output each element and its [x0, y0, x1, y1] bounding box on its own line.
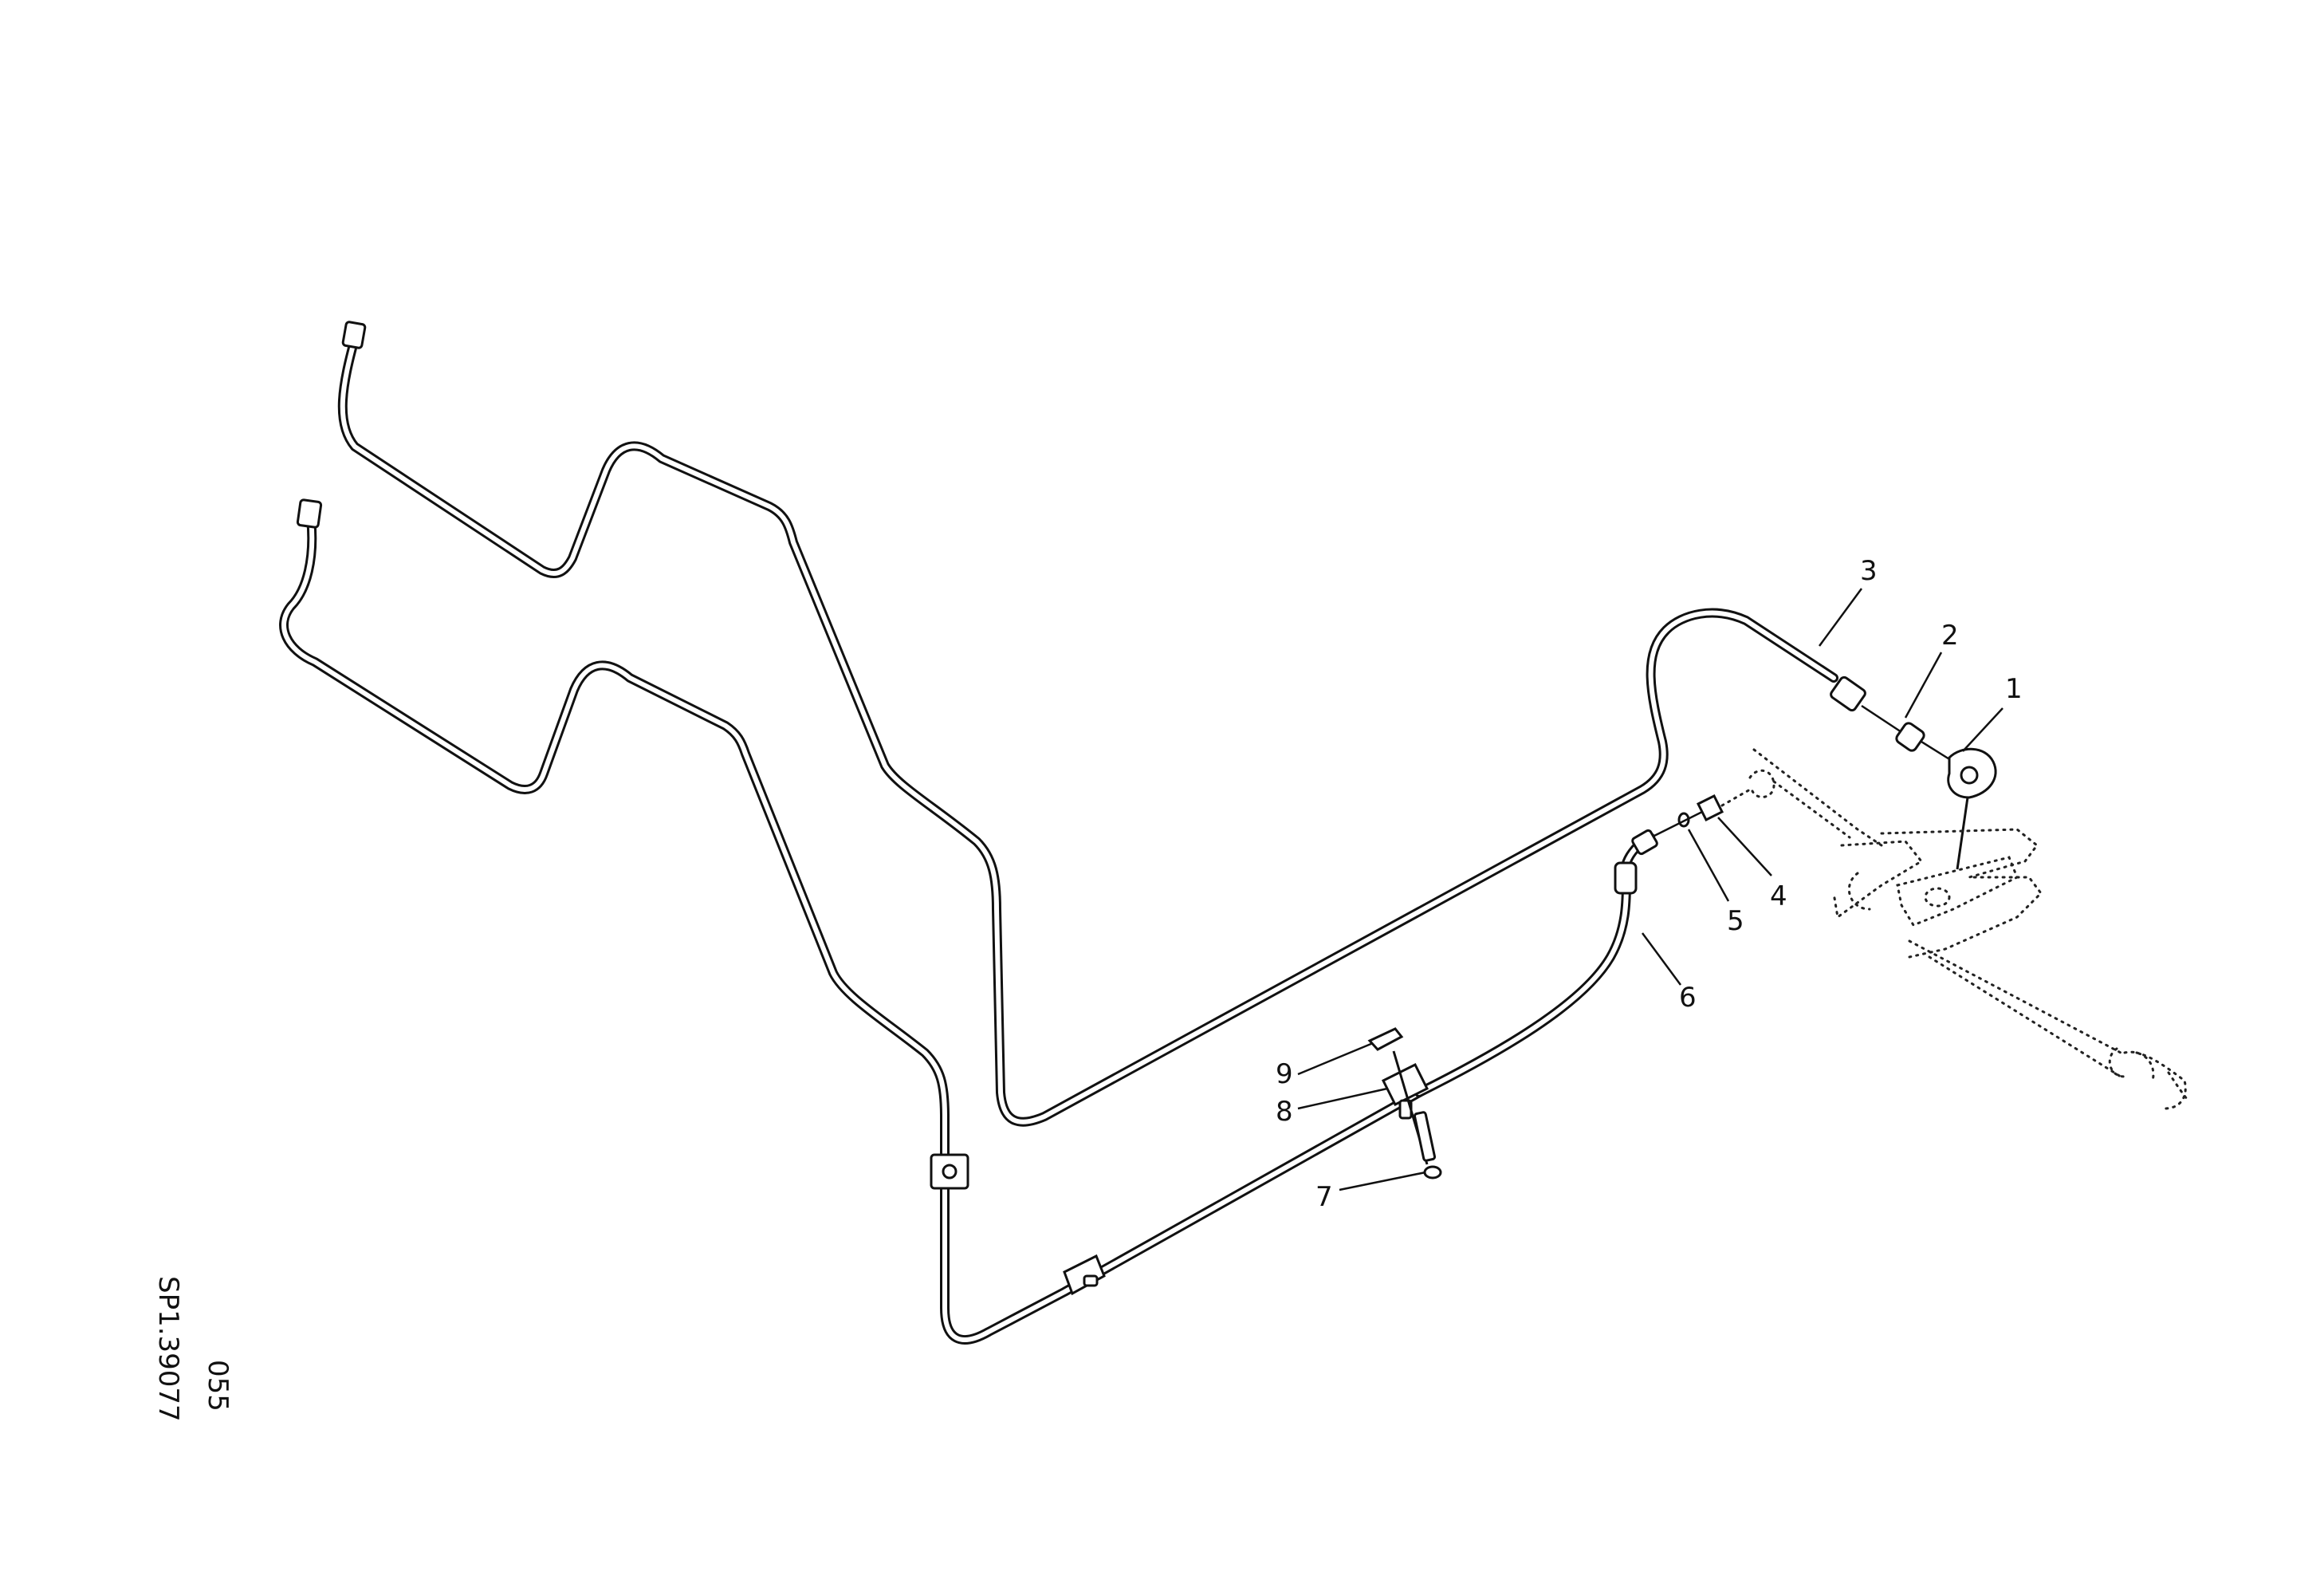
brake-hose	[1414, 829, 1658, 1097]
callout-5: 5	[1727, 905, 1744, 937]
drawing-reference-number: 055	[202, 1360, 234, 1412]
part-7-bolt	[1392, 1050, 1442, 1180]
hose-end-fitting	[1631, 829, 1658, 856]
callout-2: 2	[1941, 620, 1959, 652]
part-1-banjo-fitting	[1947, 747, 1997, 870]
callout-9: 9	[1276, 1058, 1293, 1090]
line-clip-lower	[1063, 1254, 1106, 1296]
hose-crimp-ferrule	[1614, 861, 1638, 895]
callout-4: 4	[1770, 880, 1787, 912]
part-9-clip	[1367, 1027, 1404, 1051]
callout-6: 6	[1679, 982, 1697, 1014]
caliper-phantom-outline	[1748, 748, 2190, 1110]
upper-line-end-fitting	[341, 321, 367, 349]
callout-3: 3	[1860, 555, 1878, 587]
lower-brake-line	[279, 498, 1424, 1345]
drawing-reference-code: SP1.39077	[152, 1276, 184, 1422]
callout-7: 7	[1315, 1181, 1333, 1213]
part-3-tube-nut	[1830, 675, 1866, 712]
part-2-adapter	[1895, 722, 1925, 752]
lower-line-end-fitting	[296, 498, 323, 529]
callout-leaders	[1297, 588, 2004, 1191]
callout-8: 8	[1276, 1096, 1293, 1128]
line-clip-vertical	[930, 1153, 969, 1190]
callout-1: 1	[2005, 673, 2023, 705]
upper-brake-line	[337, 321, 1838, 1127]
part-4-banjo-bolt	[1696, 794, 1724, 822]
